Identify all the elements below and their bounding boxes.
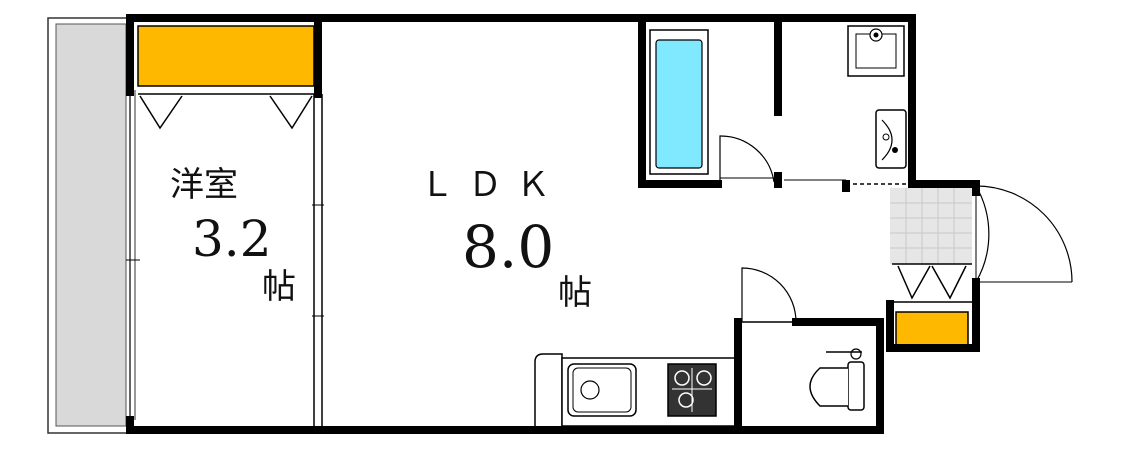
- entrance-door: [975, 185, 1073, 283]
- western-closet: [137, 25, 315, 130]
- gas-stove: [667, 363, 717, 417]
- shoe-cabinet: [892, 263, 972, 347]
- balcony: [47, 17, 131, 434]
- ldk-room-size: 8.0: [462, 213, 555, 281]
- washing-machine-space: [847, 25, 905, 77]
- kitchen-sink: [567, 363, 637, 417]
- sliding-partition: [126, 94, 324, 426]
- entrance-tiles: [890, 188, 972, 264]
- bathroom: [644, 22, 778, 184]
- walls: [126, 14, 980, 434]
- western-room-unit: 帖: [262, 267, 296, 307]
- ldk-room-unit: 帖: [558, 273, 592, 313]
- toilet-room-door: [741, 267, 797, 323]
- washbasin: [875, 109, 907, 169]
- ldk-room-name: ＬＤＫ: [420, 165, 564, 205]
- bathroom-door: [719, 135, 776, 183]
- washroom-threshold: [784, 179, 910, 185]
- toilet: [809, 348, 865, 411]
- western-room-size: 3.2: [192, 210, 272, 268]
- balcony-window: [129, 90, 136, 420]
- western-room-name: 洋室: [170, 165, 238, 205]
